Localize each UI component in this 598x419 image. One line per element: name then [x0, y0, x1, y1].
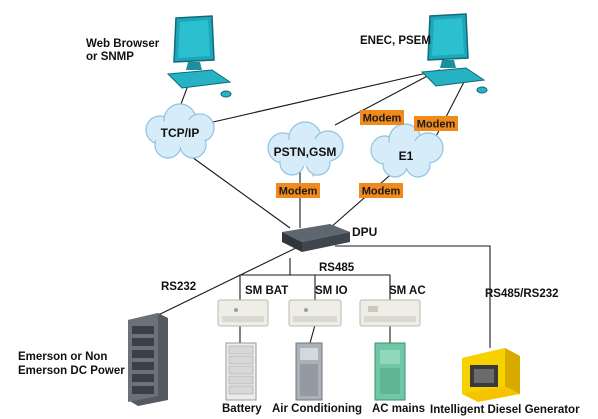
modem-badge-top: Modem	[360, 110, 404, 125]
sm-io-label: SM IO	[315, 285, 348, 297]
link-dpu-smbat	[239, 258, 291, 300]
rs232-label: RS232	[161, 281, 196, 293]
tcpip-label: TCP/IP	[161, 126, 200, 140]
link-tcpip-dpu	[184, 151, 291, 229]
air-conditioning-label: Air Conditioning	[272, 403, 362, 415]
enec-psem-label: ENEC, PSEM	[360, 35, 431, 47]
modem-badge-e1: Modem	[359, 183, 403, 198]
modem-label: Modem	[362, 186, 401, 198]
battery-rack-icon	[225, 342, 257, 401]
power-label-line2: Emerson DC Power	[18, 365, 125, 377]
controller-box-icon	[282, 173, 350, 252]
link-pstn-enec	[334, 71, 436, 126]
sm-ac-module-icon	[359, 299, 421, 327]
ac-mains-panel-icon	[374, 342, 406, 401]
modem-badge-right: Modem	[414, 116, 458, 131]
modem-badge-pstn: Modem	[276, 183, 320, 198]
rs485-rs232-label: RS485/RS232	[485, 288, 559, 300]
e1-cloud: E1	[370, 123, 444, 178]
generator-label: Intelligent Diesel Generator	[430, 404, 580, 416]
tcpip-cloud: TCP/IP	[145, 103, 215, 159]
snmp-label: or SNMP	[86, 51, 134, 63]
sm-io-module-icon	[288, 299, 342, 327]
rs485-label: RS485	[319, 262, 355, 274]
generator-icon	[462, 348, 520, 402]
link-smio-aircon	[309, 324, 316, 344]
computer-icon	[166, 15, 232, 98]
sm-ac-label: SM AC	[389, 285, 426, 297]
power-cabinet-icon	[128, 313, 168, 406]
ac-mains-label: AC mains	[372, 403, 425, 415]
link-dpu-generator	[335, 245, 491, 348]
air-conditioner-icon	[295, 342, 323, 401]
modem-label: Modem	[279, 186, 318, 198]
link-tcpip-enec	[199, 69, 441, 126]
link-dpu-power	[147, 245, 301, 321]
modem-label: Modem	[363, 113, 402, 125]
power-label-line1: Emerson or Non	[18, 351, 107, 363]
e1-label: E1	[399, 149, 414, 163]
modem-label: Modem	[417, 119, 456, 131]
sm-bat-module-icon	[217, 299, 269, 327]
computer-icon	[420, 13, 488, 94]
sm-bat-label: SM BAT	[245, 285, 288, 297]
web-browser-label: Web Browser	[86, 38, 160, 50]
dpu-label: DPU	[352, 225, 377, 239]
pstn-gsm-cloud: PSTN,GSM	[267, 121, 344, 176]
link-rs485-bus	[290, 274, 391, 300]
pstn-gsm-label: PSTN,GSM	[274, 145, 337, 159]
battery-label: Battery	[222, 403, 262, 415]
